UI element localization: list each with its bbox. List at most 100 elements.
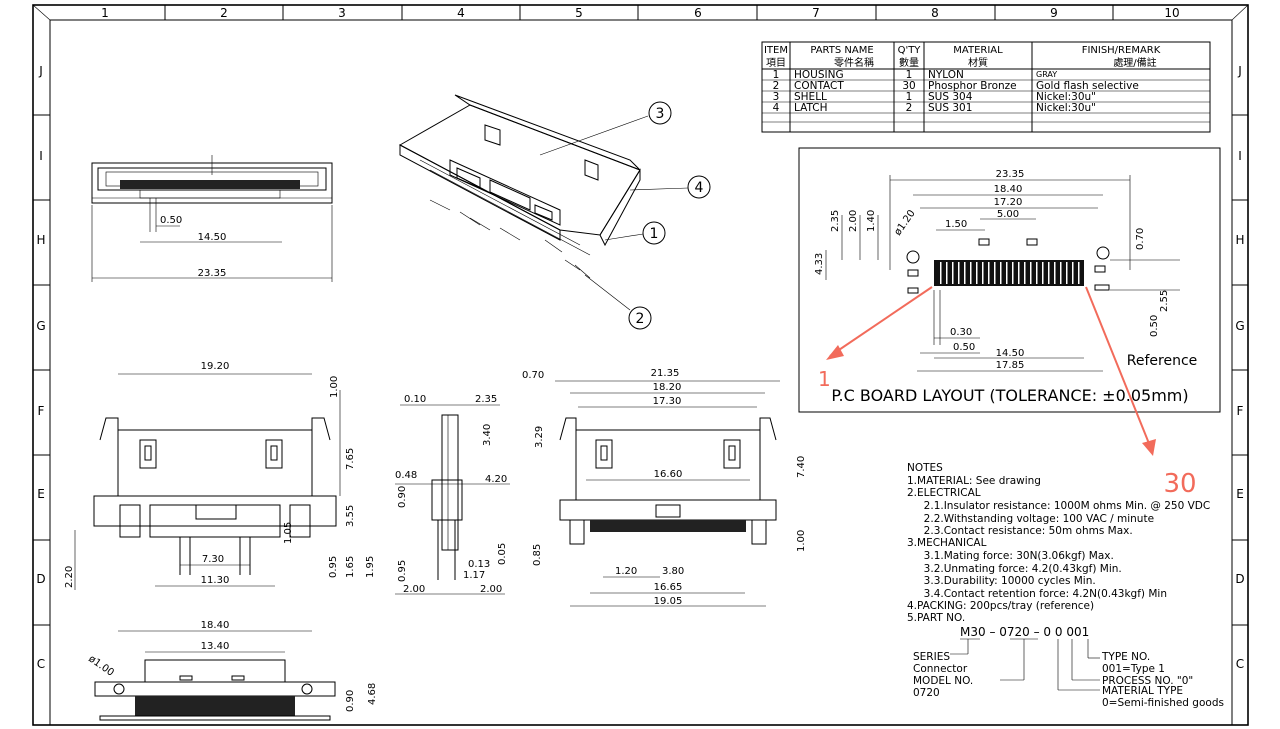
header-material: MATERIAL <box>953 45 1003 56</box>
pcb-dim-0-70: 0.70 <box>1135 228 1146 250</box>
zone-row-j-right: J <box>1237 64 1242 78</box>
header-finish: FINISH/REMARK <box>1082 45 1161 56</box>
zone-col-1: 1 <box>101 6 109 20</box>
side-dim-0-95: 0.95 <box>397 560 408 582</box>
material-type-label: MATERIAL TYPE <box>1102 685 1183 697</box>
rear-dim-17-30: 17.30 <box>653 396 682 407</box>
table-row: 3 SHELL 1 SUS 304 Nickel:30u" <box>773 91 1096 103</box>
note-line: 4.PACKING: 200pcs/tray (reference) <box>907 600 1094 612</box>
header-item-cn: 項目 <box>766 57 786 69</box>
pcb-dim-1-40: 1.40 <box>866 210 877 232</box>
row-3-finish: Nickel:30u" <box>1036 91 1096 103</box>
zone-col-6: 6 <box>694 6 702 20</box>
row-2-finish: Gold flash selective <box>1036 80 1139 92</box>
table-row: 4 LATCH 2 SUS 301 Nickel:30u" <box>773 102 1096 114</box>
model-value: 0720 <box>913 687 940 699</box>
pin-30-label: 30 <box>1163 469 1196 499</box>
parts-table: ITEM 項目 PARTS NAME 零件名稱 Q'TY 數量 MATERIAL… <box>761 41 1211 133</box>
row-1-qty: 1 <box>906 69 913 81</box>
row-4-finish: Nickel:30u" <box>1036 102 1096 114</box>
zone-row-i-left: I <box>39 149 43 163</box>
header-qty: Q'TY <box>898 45 922 56</box>
zone-row-i-right: I <box>1238 149 1242 163</box>
rear-dim-1-00: 1.00 <box>796 530 807 552</box>
row-3-item: 3 <box>773 91 780 103</box>
row-zone-labels: J J I I H H G G F F E E D D C C <box>36 64 1244 671</box>
side-dim-3-40: 3.40 <box>482 424 493 446</box>
zone-row-j-left: J <box>38 64 43 78</box>
zone-row-h-right: H <box>1235 233 1244 247</box>
side-dim-1-17: 1.17 <box>463 570 485 581</box>
note-line: 3.4.Contact retention force: 4.2N(0.43kg… <box>917 588 1167 600</box>
front-dim-2-20: 2.20 <box>64 566 75 588</box>
bottom-dim-0-90: 0.90 <box>345 690 356 712</box>
rear-dim-3-29: 3.29 <box>534 426 545 448</box>
column-zone-ticks <box>164 5 1114 20</box>
pcb-dim-2-00: 2.00 <box>848 210 859 232</box>
front-dim-width: 19.20 <box>201 361 230 372</box>
zone-row-f-left: F <box>38 404 45 418</box>
pin-indicators: 1 30 <box>818 286 1197 499</box>
rear-dim-3-80: 3.80 <box>662 566 684 577</box>
front-dim-11-30: 11.30 <box>201 575 230 586</box>
callout-2: 2 <box>636 311 645 327</box>
zone-col-9: 9 <box>1050 6 1058 20</box>
front-dim-3-55: 3.55 <box>345 505 356 527</box>
row-1-item: 1 <box>773 69 780 81</box>
zone-row-c-left: C <box>37 657 45 671</box>
side-dim-2-00-right: 2.00 <box>480 584 502 595</box>
row-zone-ticks <box>33 114 1248 626</box>
pcb-dim-0-50-h: 0.50 <box>953 342 975 353</box>
side-dim-2-35: 2.35 <box>475 394 497 405</box>
part-number-breakdown: M30 – 0720 – 0 0 001 SERIES Connector MO… <box>913 625 1224 709</box>
pcb-layout: 23.35 18.40 17.20 5.00 1.50 2.35 2.00 1.… <box>798 147 1221 413</box>
zone-row-e-left: E <box>37 487 45 501</box>
row-1-name: HOUSING <box>794 69 844 81</box>
series-value: Connector <box>913 663 968 675</box>
top-dim-span: 14.50 <box>198 232 227 243</box>
iso-pins <box>429 199 591 279</box>
type-value: 001=Type 1 <box>1102 663 1165 675</box>
rear-dim-7-40: 7.40 <box>796 456 807 478</box>
pcb-dim-5-00: 5.00 <box>997 209 1019 220</box>
zone-row-d-left: D <box>36 572 45 586</box>
front-dim-1-65: 1.65 <box>345 556 356 578</box>
zone-row-d-right: D <box>1235 572 1244 586</box>
side-dim-0-13: 0.13 <box>468 559 490 570</box>
header-item: ITEM <box>764 45 788 56</box>
callout-3: 3 <box>656 106 665 122</box>
pin-1-label: 1 <box>818 367 831 391</box>
front-dim-0-95: 0.95 <box>328 556 339 578</box>
part-number-code: M30 – 0720 – 0 0 001 <box>960 625 1089 639</box>
row-4-item: 4 <box>773 102 780 114</box>
notes-heading: NOTES <box>907 462 943 474</box>
side-dim-2-00-left: 2.00 <box>403 584 425 595</box>
row-4-name: LATCH <box>794 102 827 114</box>
side-view: 0.10 2.35 3.40 0.48 4.20 0.90 0.95 0.13 … <box>395 394 510 595</box>
rear-dim-21-35: 21.35 <box>651 368 680 379</box>
note-line: 3.1.Mating force: 30N(3.06kgf) Max. <box>917 550 1114 562</box>
header-parts-name: PARTS NAME <box>810 45 873 56</box>
note-line: 2.3.Contact resistance: 50m ohms Max. <box>917 525 1133 537</box>
pcb-dim-overall: 23.35 <box>996 169 1025 180</box>
rear-dim-0-70: 0.70 <box>522 370 544 381</box>
pcb-reference: Reference <box>1127 353 1198 369</box>
rear-dim-18-20: 18.20 <box>653 382 682 393</box>
bottom-dim-18-40: 18.40 <box>201 620 230 631</box>
bottom-view: 18.40 13.40 ø1.00 0.90 4.68 <box>86 620 378 721</box>
process-label: PROCESS NO. "0" <box>1102 675 1193 687</box>
top-dim-overall: 23.35 <box>198 268 227 279</box>
type-label: TYPE NO. <box>1101 651 1150 663</box>
front-view: 19.20 1.00 7.65 3.55 1.05 7.30 11.30 2.2… <box>64 361 376 590</box>
row-3-name: SHELL <box>794 91 827 103</box>
row-1-material: NYLON <box>928 69 964 81</box>
front-dim-1-05: 1.05 <box>283 522 294 544</box>
note-line: 3.3.Durability: 10000 cycles Min. <box>917 575 1096 587</box>
note-line: 3.MECHANICAL <box>907 537 987 549</box>
top-dim-pitch: 0.50 <box>160 215 182 226</box>
material-type-value: 0=Semi-finished goods <box>1102 697 1224 709</box>
header-qty-cn: 數量 <box>899 56 919 69</box>
pcb-dim-17-20: 17.20 <box>994 197 1023 208</box>
zone-row-h-left: H <box>36 233 45 247</box>
